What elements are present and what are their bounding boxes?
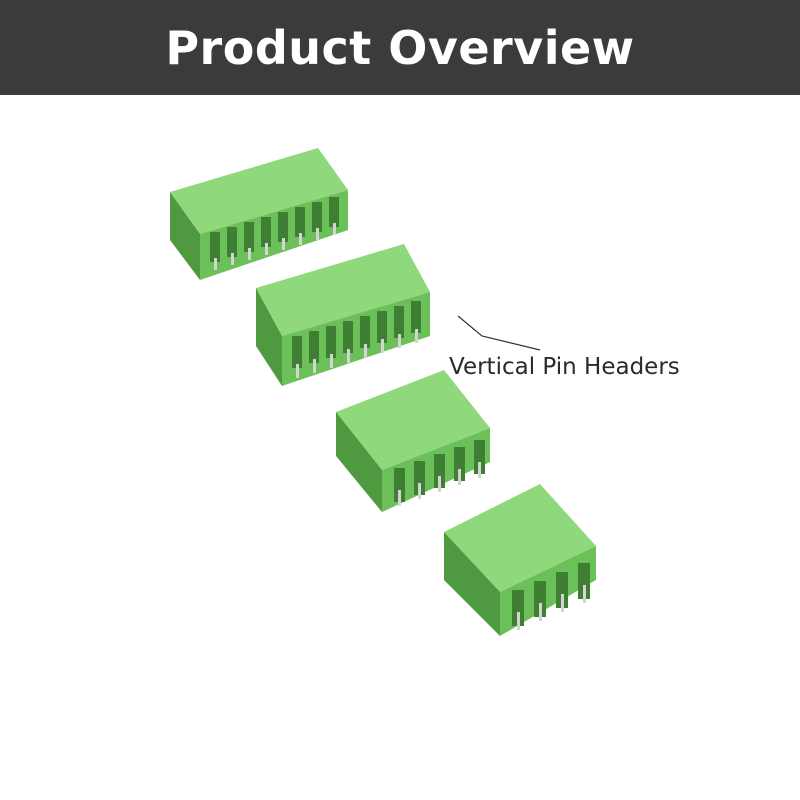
pin-header-1 (170, 148, 348, 280)
product-photo (0, 95, 800, 800)
pin-header-3 (336, 370, 490, 512)
callout-leader-line (457, 315, 541, 351)
title-banner: Product Overview (0, 0, 800, 95)
pin-header-4 (444, 484, 596, 636)
pin-header-2 (256, 244, 430, 386)
banner-title: Product Overview (165, 20, 635, 75)
callout-label: Vertical Pin Headers (449, 354, 680, 380)
product-illustration (170, 148, 596, 636)
